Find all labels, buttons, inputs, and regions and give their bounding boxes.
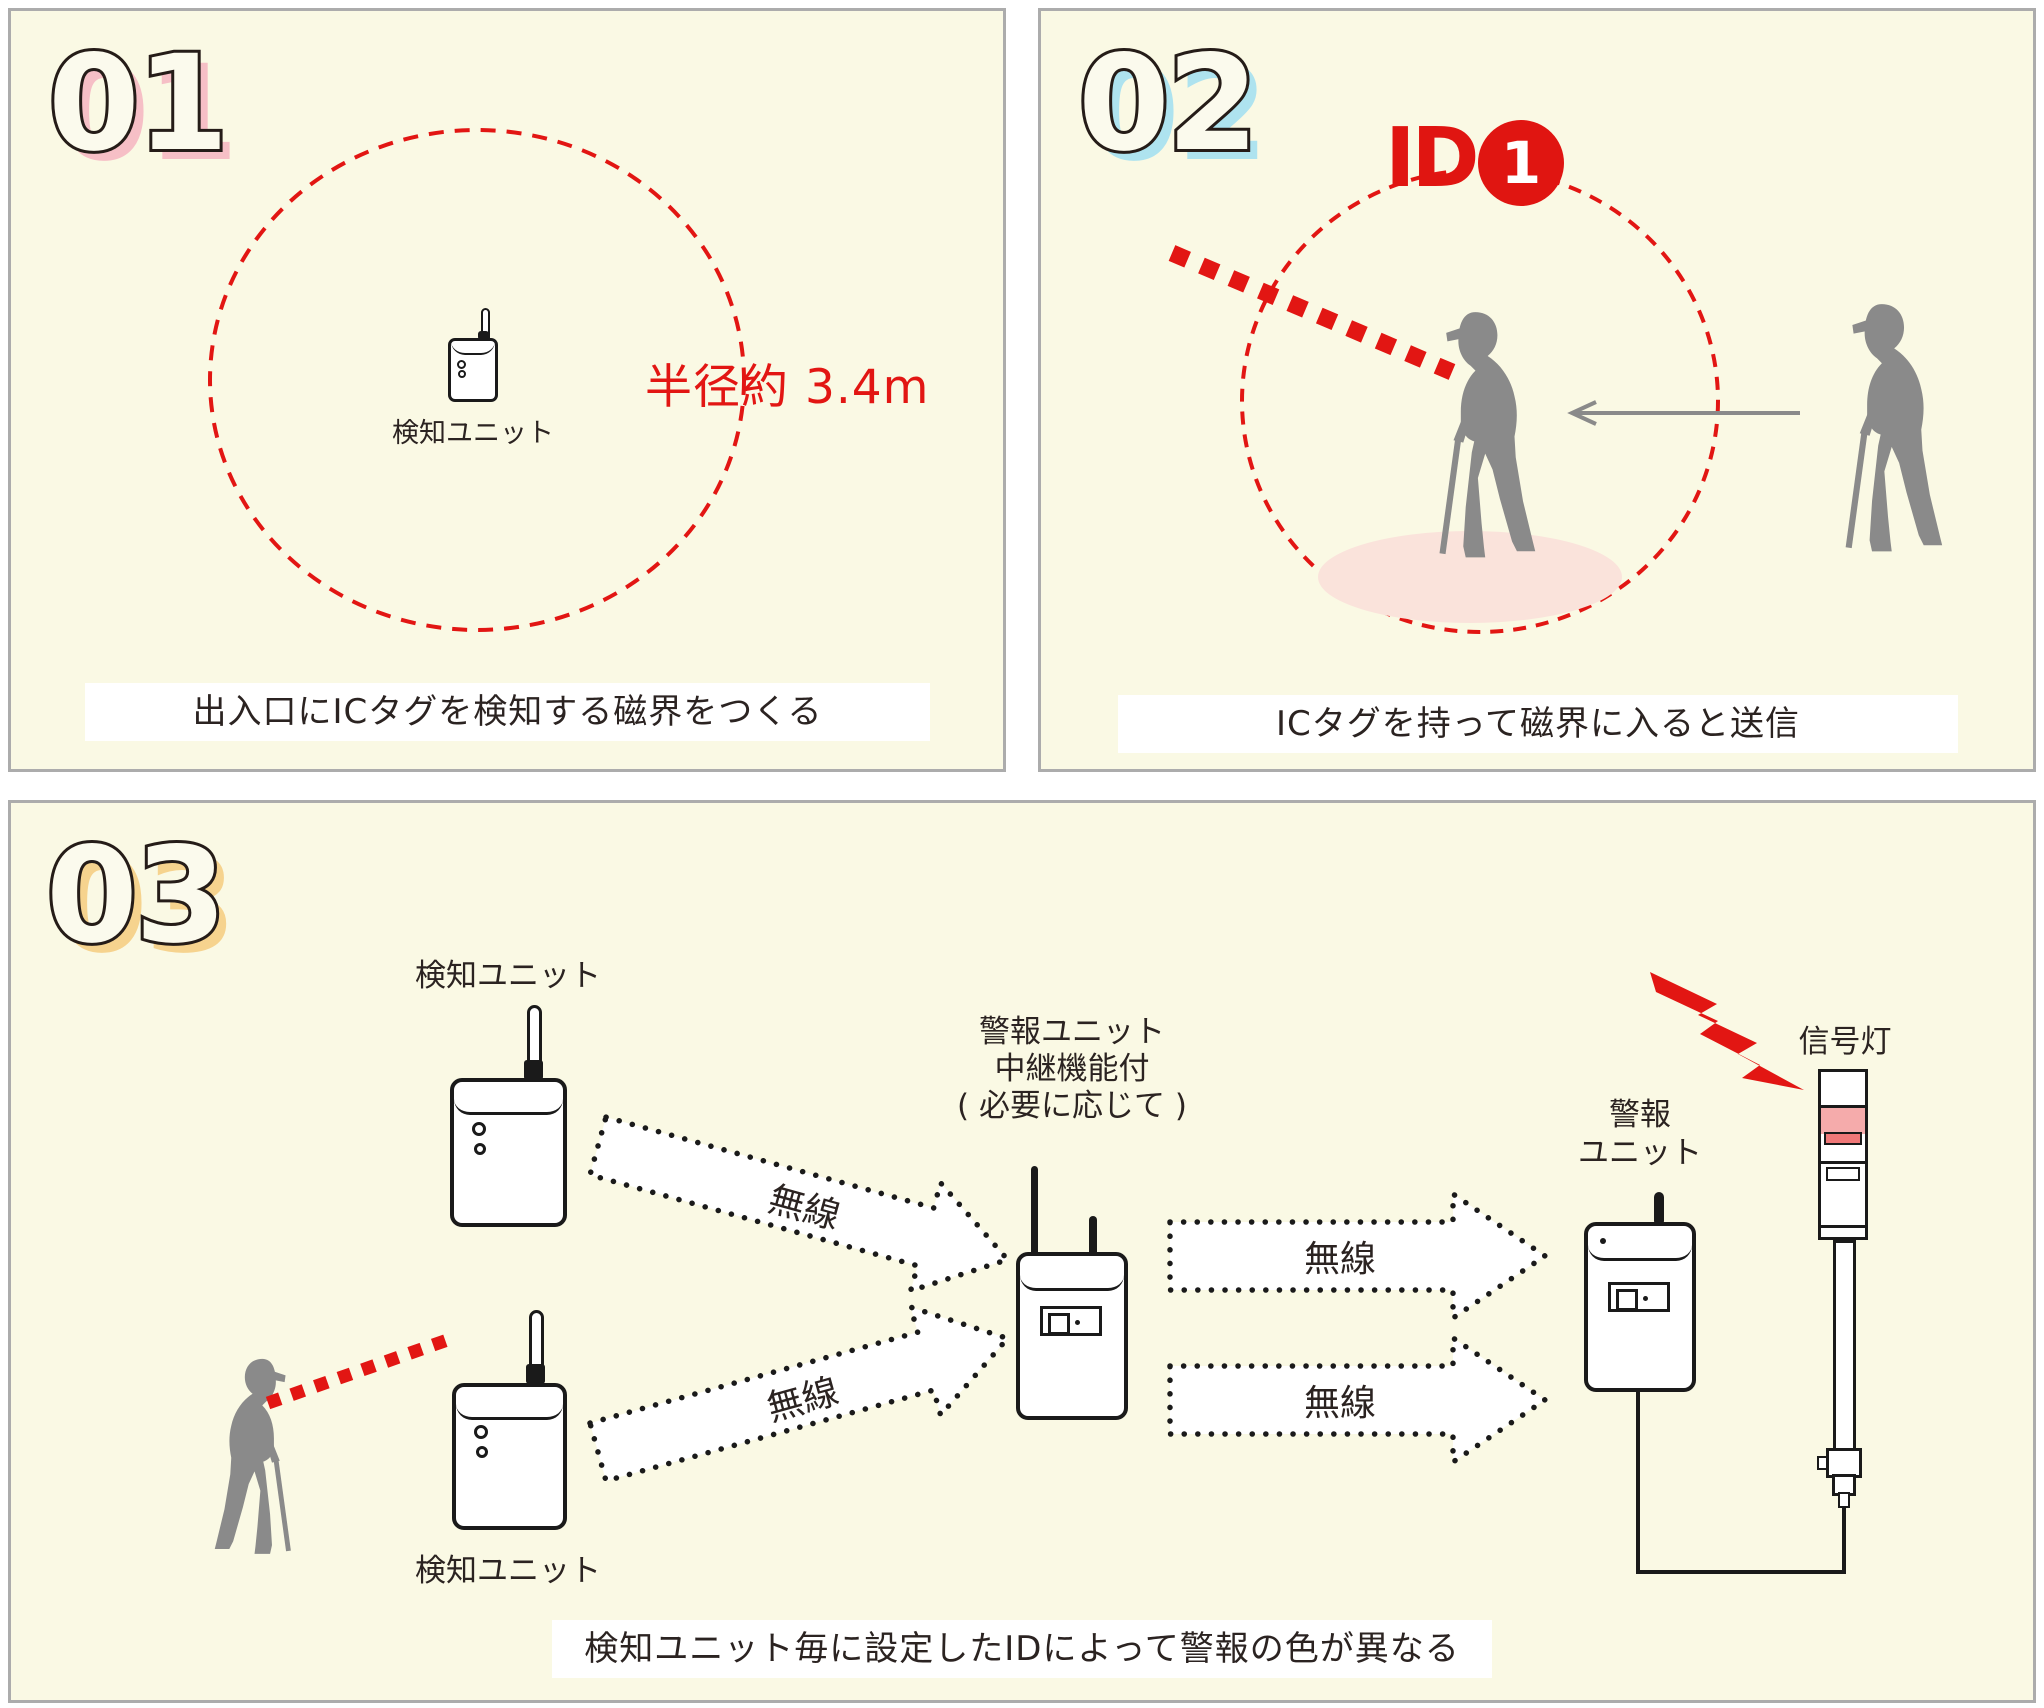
pole-connector-nub	[1817, 1456, 1828, 1470]
relay-unit-label: 警報ユニット 中継機能付 ( 必要に応じて )	[957, 1014, 1187, 1125]
alarm-unit-label: 警報 ユニット	[1578, 1096, 1702, 1172]
relay-alarm-unit-icon	[1016, 1252, 1128, 1420]
id-number-badge: 1	[1478, 120, 1564, 206]
id-label: ID	[1385, 111, 1480, 206]
caption-step1: 出入口にICタグを検知する磁界をつくる	[85, 683, 930, 741]
relay-label-line3: ( 必要に応じて )	[957, 1088, 1187, 1124]
pole-connector	[1838, 1492, 1850, 1508]
alarm-label-line1: 警報	[1609, 1097, 1671, 1133]
signal-light-pole	[1833, 1240, 1856, 1452]
panel-step1	[8, 8, 1006, 772]
person-detected-icon	[215, 1359, 289, 1554]
antenna-base	[526, 1364, 545, 1384]
relay-label-line1: 警報ユニット	[979, 1014, 1165, 1050]
ground-shadow	[1318, 531, 1622, 623]
panel-step3	[8, 800, 2036, 1703]
detection-unit-icon-top	[450, 1078, 567, 1227]
person-inside-icon	[1443, 312, 1536, 557]
caption-step2: ICタグを持って磁界に入ると送信	[1118, 695, 1958, 753]
wireless-arrow-1	[587, 1114, 1011, 1294]
relay-label-line2: 中継機能付	[994, 1051, 1150, 1087]
signal-beam-icon-2	[265, 1330, 459, 1410]
wireless-arrow-3	[1167, 1191, 1548, 1321]
alarm-label-line2: ユニット	[1578, 1135, 1702, 1171]
detection-field-circle-1	[208, 128, 746, 632]
person-outside-icon	[1849, 304, 1942, 551]
unit-label-1: 検知ユニット	[392, 418, 554, 449]
signal-beam-icon	[1168, 245, 1456, 380]
caption-step3: 検知ユニット毎に設定したIDによって警報の色が異なる	[552, 1620, 1492, 1678]
radius-label: 半径約 3.4m	[645, 360, 930, 415]
signal-light-label: 信号灯	[1798, 1024, 1892, 1060]
antenna-icon	[1031, 1166, 1038, 1256]
signal-cable	[1636, 1392, 1846, 1574]
wireless-arrow-4	[1167, 1335, 1548, 1465]
detection-unit-icon-bottom	[452, 1383, 567, 1530]
antenna-icon	[1654, 1192, 1664, 1226]
signal-light-icon	[1818, 1069, 1868, 1240]
antenna-base	[478, 331, 489, 340]
alarm-unit-icon	[1584, 1222, 1696, 1392]
unit-label-bottom: 検知ユニット	[415, 1553, 601, 1589]
wireless-label-3: 無線	[1303, 1239, 1377, 1280]
wireless-arrow-2	[587, 1304, 1011, 1484]
antenna-icon	[1089, 1216, 1097, 1256]
unit-label-top: 検知ユニット	[415, 958, 601, 994]
enter-direction-arrow	[1567, 400, 1800, 426]
lightning-icon	[1650, 972, 1804, 1090]
wireless-label-4: 無線	[1303, 1383, 1377, 1424]
detection-unit-icon-1	[448, 338, 498, 402]
antenna-base	[524, 1060, 543, 1080]
